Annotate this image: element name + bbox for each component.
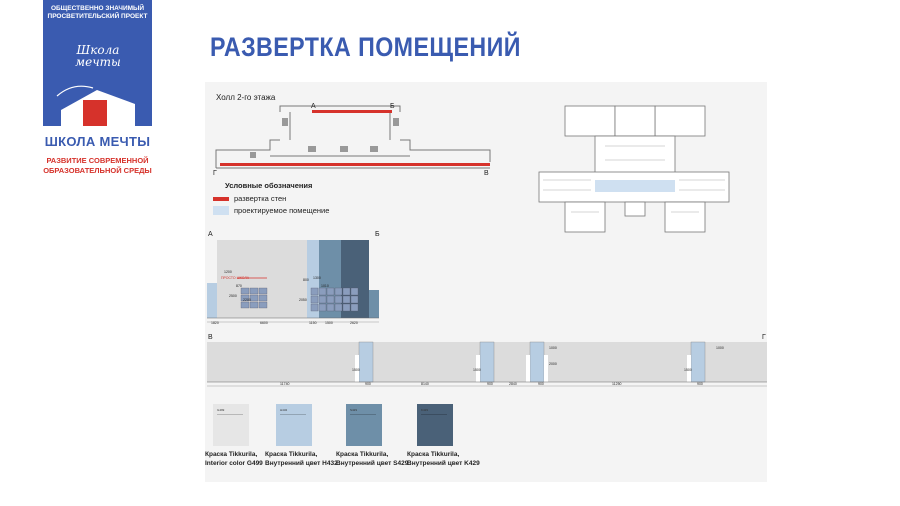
elevation-ab-board-text: ПРОСТО ШКОЛА <box>221 276 250 280</box>
paint-caption-line-2: Внутренний цвет K429 <box>407 459 480 467</box>
elevation-vg-height-2: 2000 <box>549 362 557 366</box>
paint-chip-k429: K429 <box>417 404 453 446</box>
plan-label: Холл 2-го этажа <box>216 93 276 102</box>
plan-point-b: Б <box>390 103 395 110</box>
paint-chip-g499: G499 <box>213 404 249 446</box>
logo-name: ШКОЛА МЕЧТЫ <box>44 134 151 149</box>
elevation-ab-right-label: Б <box>375 231 380 238</box>
paint-chip-code: H432 <box>280 408 288 412</box>
logo-panel: ОБЩЕСТВЕННО ЗНАЧИМЫЙ ПРОСВЕТИТЕЛЬСКИЙ ПР… <box>43 0 152 126</box>
elevation-ab-dim-3: 1150 <box>309 321 317 325</box>
logo-script-text: Школа мечты <box>75 43 121 69</box>
logo-top-text: ОБЩЕСТВЕННО ЗНАЧИМЫЙ ПРОСВЕТИТЕЛЬСКИЙ ПР… <box>47 5 148 20</box>
paint-caption-line-1: Краска Tikkurila, <box>336 451 389 458</box>
paint-caption-line-1: Краска Tikkurila, <box>407 451 460 458</box>
paint-caption-line-1: Краска Tikkurila, <box>265 451 318 458</box>
legend-title: Условные обозначения <box>225 181 313 190</box>
elevation-vg-left-label: В <box>208 334 213 341</box>
elevation-ab-height-5: 2200 <box>243 298 251 302</box>
legend-wall-label: развертка стен <box>234 194 287 203</box>
elevation-vg-dim-4: 900 <box>487 382 493 386</box>
legend-room-swatch <box>213 206 229 215</box>
elevation-vg-right-label: Г <box>762 334 766 341</box>
paint-caption-line-2: Внутренний цвет H432 <box>265 459 338 467</box>
legend-wall-swatch <box>213 196 229 201</box>
elevation-vg-dim-5: 2840 <box>509 382 517 386</box>
elevation-vg-height-3: 1000 <box>549 346 557 350</box>
paint-swatch-h432: H432 <box>276 404 312 446</box>
elevation-ab-dim-4: 1500 <box>325 321 333 325</box>
paint-chip-code: K429 <box>421 408 429 412</box>
elevation-ab-height-1: 1200 <box>224 270 232 274</box>
paint-caption-g499: Краска Tikkurila, Interior color G499 <box>205 451 263 468</box>
elevation-vg-dim-3: 8140 <box>421 382 429 386</box>
elevation-vg-height-6: 1000 <box>716 346 724 350</box>
legend-item-walls: развертка стен <box>213 194 286 203</box>
elevation-ab-left-label: А <box>208 231 213 238</box>
paint-caption-line-1: Краска Tikkurila, <box>205 451 258 458</box>
elevation-ab-height-8: 1010 <box>321 284 329 288</box>
elevation-ab-dim-1: 1820 <box>211 321 219 325</box>
floor-key-plan <box>538 105 730 233</box>
elevation-vg-drawing <box>207 341 767 387</box>
paint-chip-code: S429 <box>350 408 358 412</box>
project-logo: ОБЩЕСТВЕННО ЗНАЧИМЫЙ ПРОСВЕТИТЕЛЬСКИЙ ПР… <box>43 0 152 190</box>
elevation-vg-height-5: 1500 <box>684 368 692 372</box>
elevation-ab-height-2: 2500 <box>229 294 237 298</box>
elevation-ab-dim-5: 2620 <box>350 321 358 325</box>
legend-room-label: проектируемое помещение <box>234 206 330 215</box>
paint-caption-h432: Краска Tikkurila, Внутренний цвет H432 <box>265 451 338 468</box>
legend-item-room: проектируемое помещение <box>213 206 329 215</box>
elevation-ab-height-4: 800 <box>303 278 309 282</box>
elevation-vg-dim-2: 900 <box>365 382 371 386</box>
paint-chip-code: G499 <box>217 408 225 412</box>
plan-point-g: Г <box>213 170 217 177</box>
logo-subtitle: РАЗВИТИЕ СОВРЕМЕННОЙ ОБРАЗОВАТЕЛЬНОЙ СРЕ… <box>43 156 152 175</box>
elevation-vg-dim-6: 900 <box>538 382 544 386</box>
hall-plan-drawing <box>215 105 491 169</box>
elevation-ab-drawing <box>207 240 379 323</box>
page-title: РАЗВЕРТКА ПОМЕЩЕНИЙ <box>210 32 521 62</box>
paint-caption-s429: Краска Tikkurila, Внутренний цвет S429 <box>336 451 408 468</box>
elevation-vg-dim-7: 11250 <box>612 382 622 386</box>
elevation-vg-dim-8: 900 <box>697 382 703 386</box>
paint-swatch-g499: G499 <box>213 404 249 446</box>
elevation-vg-dim-1: 11740 <box>280 382 290 386</box>
elevation-vg-height-1: 1500 <box>352 368 360 372</box>
elevation-ab-height-3: 2050 <box>299 298 307 302</box>
paint-caption-k429: Краска Tikkurila, Внутренний цвет K429 <box>407 451 480 468</box>
paint-chip-h432: H432 <box>276 404 312 446</box>
elevation-ab-height-6: 1300 <box>313 276 321 280</box>
paint-chip-s429: S429 <box>346 404 382 446</box>
paint-caption-line-2: Внутренний цвет S429 <box>336 459 409 467</box>
paint-swatch-s429: S429 <box>346 404 382 446</box>
paint-caption-line-2: Interior color G499 <box>205 459 263 467</box>
elevation-vg-height-4: 1500 <box>473 368 481 372</box>
logo-school-icon <box>56 85 135 126</box>
elevation-ab-height-7: 870 <box>236 284 242 288</box>
plan-point-v: В <box>484 170 489 177</box>
elevation-ab-dim-2: 6600 <box>260 321 268 325</box>
plan-point-a: А <box>311 103 316 110</box>
paint-swatch-k429: K429 <box>417 404 453 446</box>
